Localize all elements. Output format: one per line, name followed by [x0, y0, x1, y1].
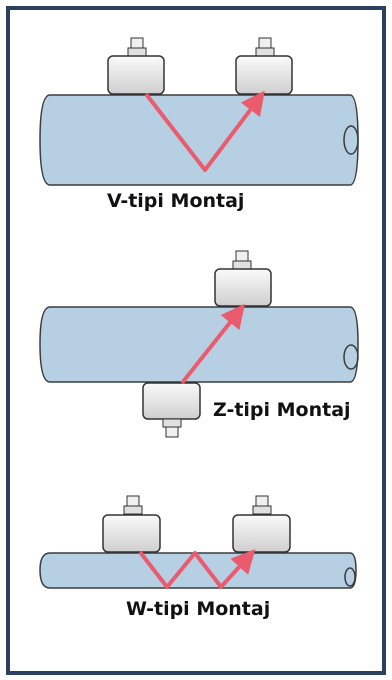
v-mount-label: V-tipi Montaj	[107, 190, 245, 212]
w-mount-label: W-tipi Montaj	[126, 598, 271, 620]
transducer-z-top	[214, 250, 272, 307]
signal-path-z	[180, 303, 245, 385]
w-mount-group	[39, 495, 357, 589]
pipe-v	[39, 94, 359, 186]
transducer-w-left	[102, 495, 161, 553]
pipe-w	[39, 552, 357, 589]
transducer-v-left	[107, 37, 165, 95]
z-mount-group	[39, 250, 359, 438]
transducer-v-right	[235, 37, 293, 95]
pipe-z	[39, 306, 359, 383]
transducer-z-bottom	[142, 382, 201, 438]
signal-path-w	[138, 549, 256, 589]
transducer-w-right	[232, 495, 291, 553]
z-mount-label: Z-tipi Montaj	[213, 399, 351, 421]
signal-path-v	[144, 90, 265, 172]
v-mount-group	[39, 37, 359, 186]
